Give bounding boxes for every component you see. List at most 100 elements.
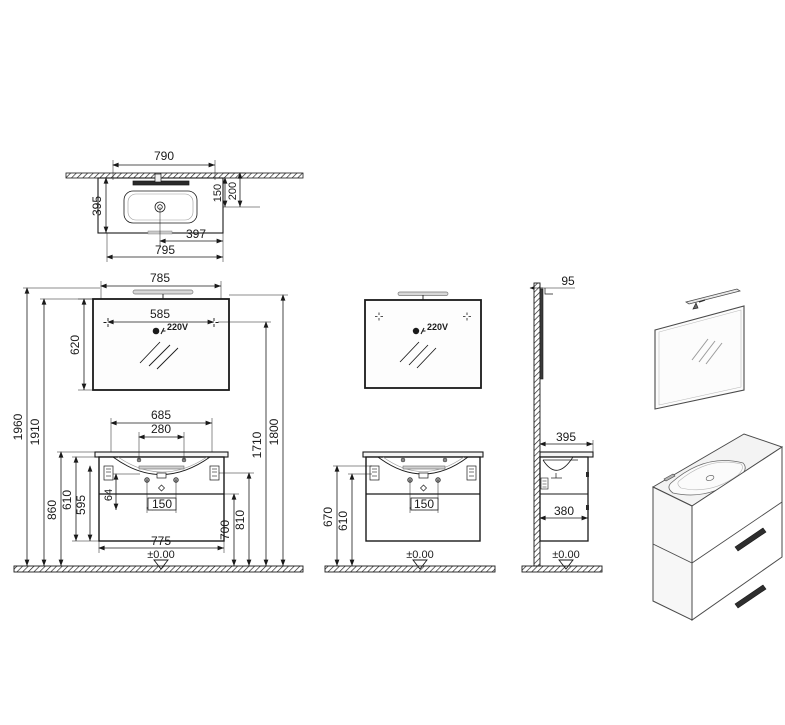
level-label-3: ±0.00 — [552, 549, 579, 561]
dim-595-label: 595 — [74, 495, 88, 515]
top-fixing-right-2 — [442, 457, 448, 463]
persp-handle-lower — [734, 584, 767, 609]
dim-150-plan-label: 150 — [212, 184, 224, 202]
side-basin-profile — [542, 456, 574, 471]
dim-585-label: 585 — [150, 307, 170, 321]
dim-150-front: 150 — [146, 480, 177, 513]
level-marker-1: ±0.00 — [147, 549, 175, 570]
mirror-light-fixture — [132, 289, 194, 295]
level-label-1: ±0.00 — [147, 549, 174, 561]
top-fixing-left-2 — [400, 457, 406, 463]
side-wall-hatch — [533, 282, 541, 567]
power-symbol-220v-2: 220V — [412, 322, 448, 335]
dim-397-label: 397 — [186, 227, 206, 241]
dim-150-plan: 150 — [212, 177, 260, 208]
side-countertop — [539, 451, 594, 458]
dim-790-label: 790 — [154, 149, 174, 163]
mirror-reflection-lines — [139, 341, 179, 370]
wall-bracket-right-2 — [466, 465, 477, 481]
persp-handle-upper — [734, 527, 767, 552]
left-dimension-chain: 1960 1910 860 610 595 — [11, 287, 100, 566]
front-elevation-dimensioned: 220V 785 585 620 — [11, 271, 288, 570]
side-mirror-edge — [539, 288, 544, 380]
dim-64-label: 64 — [103, 489, 115, 501]
dim-380: 380 — [539, 504, 588, 521]
persp-mirror-inner — [658, 309, 742, 406]
waste-outlet-2 — [420, 484, 427, 492]
mirror-fixing-points-2 — [375, 312, 471, 321]
dim-670: 670 — [321, 465, 372, 566]
dim-1910-label: 1910 — [28, 418, 42, 445]
dim-150-front-label: 150 — [152, 497, 172, 511]
dim-685-label: 685 — [151, 408, 171, 422]
dim-150-front-2: 150 — [409, 480, 439, 513]
dim-95-label: 95 — [561, 274, 575, 288]
vanity-countertop-2 — [362, 451, 484, 458]
power-label-220v-2: 220V — [427, 322, 448, 332]
side-handle-upper — [586, 472, 589, 477]
dim-785-label: 785 — [150, 271, 170, 285]
dim-280-label: 280 — [151, 422, 171, 436]
dim-700-label: 700 — [218, 520, 232, 540]
mirror-panel-2 — [364, 299, 482, 389]
dim-200-plan: 200 — [223, 172, 245, 207]
persp-basin-bowl-inner — [677, 461, 743, 491]
dim-585: 585 — [107, 307, 214, 325]
persp-mirror-light — [685, 288, 741, 310]
side-wall-bracket — [540, 477, 549, 490]
plan-basin-outline — [97, 177, 224, 234]
dim-395-side-label: 395 — [556, 430, 576, 444]
dim-685: 685 — [110, 408, 213, 452]
dim-610-2: 610 — [336, 473, 372, 566]
wall-bracket-right — [209, 465, 220, 481]
side-handle-lower — [586, 505, 589, 510]
basin-front-curve-inner — [117, 456, 208, 473]
mirror-panel — [92, 298, 230, 391]
tap-spout-front — [156, 472, 167, 479]
dim-380-label: 380 — [554, 504, 574, 518]
dim-395: 395 — [90, 177, 112, 234]
dim-150-front-2-label: 150 — [414, 497, 434, 511]
mirror-reflection-lines-2 — [399, 341, 437, 369]
dim-395-label: 395 — [90, 196, 104, 216]
dim-610-2-label: 610 — [336, 511, 350, 531]
tap-front — [138, 465, 185, 470]
plan-view-washbasin: 790 395 150 200 397 — [65, 149, 304, 262]
vanity-countertop — [94, 451, 229, 458]
floor-line-right — [521, 565, 603, 573]
tap-front-2 — [402, 465, 446, 470]
plan-bowl-inner — [127, 193, 194, 221]
floor-line-left — [13, 565, 304, 573]
tap-spout-front-2 — [418, 472, 429, 479]
dim-1710-label: 1710 — [250, 431, 264, 458]
dim-610-label: 610 — [60, 490, 74, 510]
dim-1800-label: 1800 — [267, 418, 281, 445]
persp-drawer-split — [691, 501, 783, 564]
dim-95: 95 — [529, 274, 575, 295]
perspective-view — [651, 288, 784, 621]
dim-810-label: 810 — [233, 510, 247, 530]
dim-620-label: 620 — [68, 335, 82, 355]
dim-200-plan-label: 200 — [227, 182, 239, 200]
dim-775-label: 775 — [151, 534, 171, 548]
dim-620: 620 — [68, 298, 93, 391]
dim-397: 397 — [159, 207, 224, 248]
floor-line-middle — [324, 565, 496, 573]
mirror-light-fixture-2 — [397, 291, 449, 296]
basin-front-curve-inner-2 — [382, 456, 465, 472]
plan-bowl — [123, 190, 198, 224]
dim-670-label: 670 — [321, 507, 335, 527]
level-marker-2: ±0.00 — [406, 549, 434, 570]
side-cabinet-body — [539, 456, 589, 542]
power-label-220v-1: 220V — [167, 322, 188, 332]
dim-395-side: 395 — [539, 430, 594, 452]
level-marker-3: ±0.00 — [552, 549, 580, 570]
dim-790: 790 — [112, 149, 216, 180]
waste-outlet — [158, 484, 165, 492]
persp-drain — [705, 475, 715, 481]
dim-785: 785 — [100, 271, 222, 299]
level-label-2: ±0.00 — [406, 549, 433, 561]
persp-drawer-split-side — [652, 543, 693, 564]
dim-1960-label: 1960 — [11, 413, 25, 440]
